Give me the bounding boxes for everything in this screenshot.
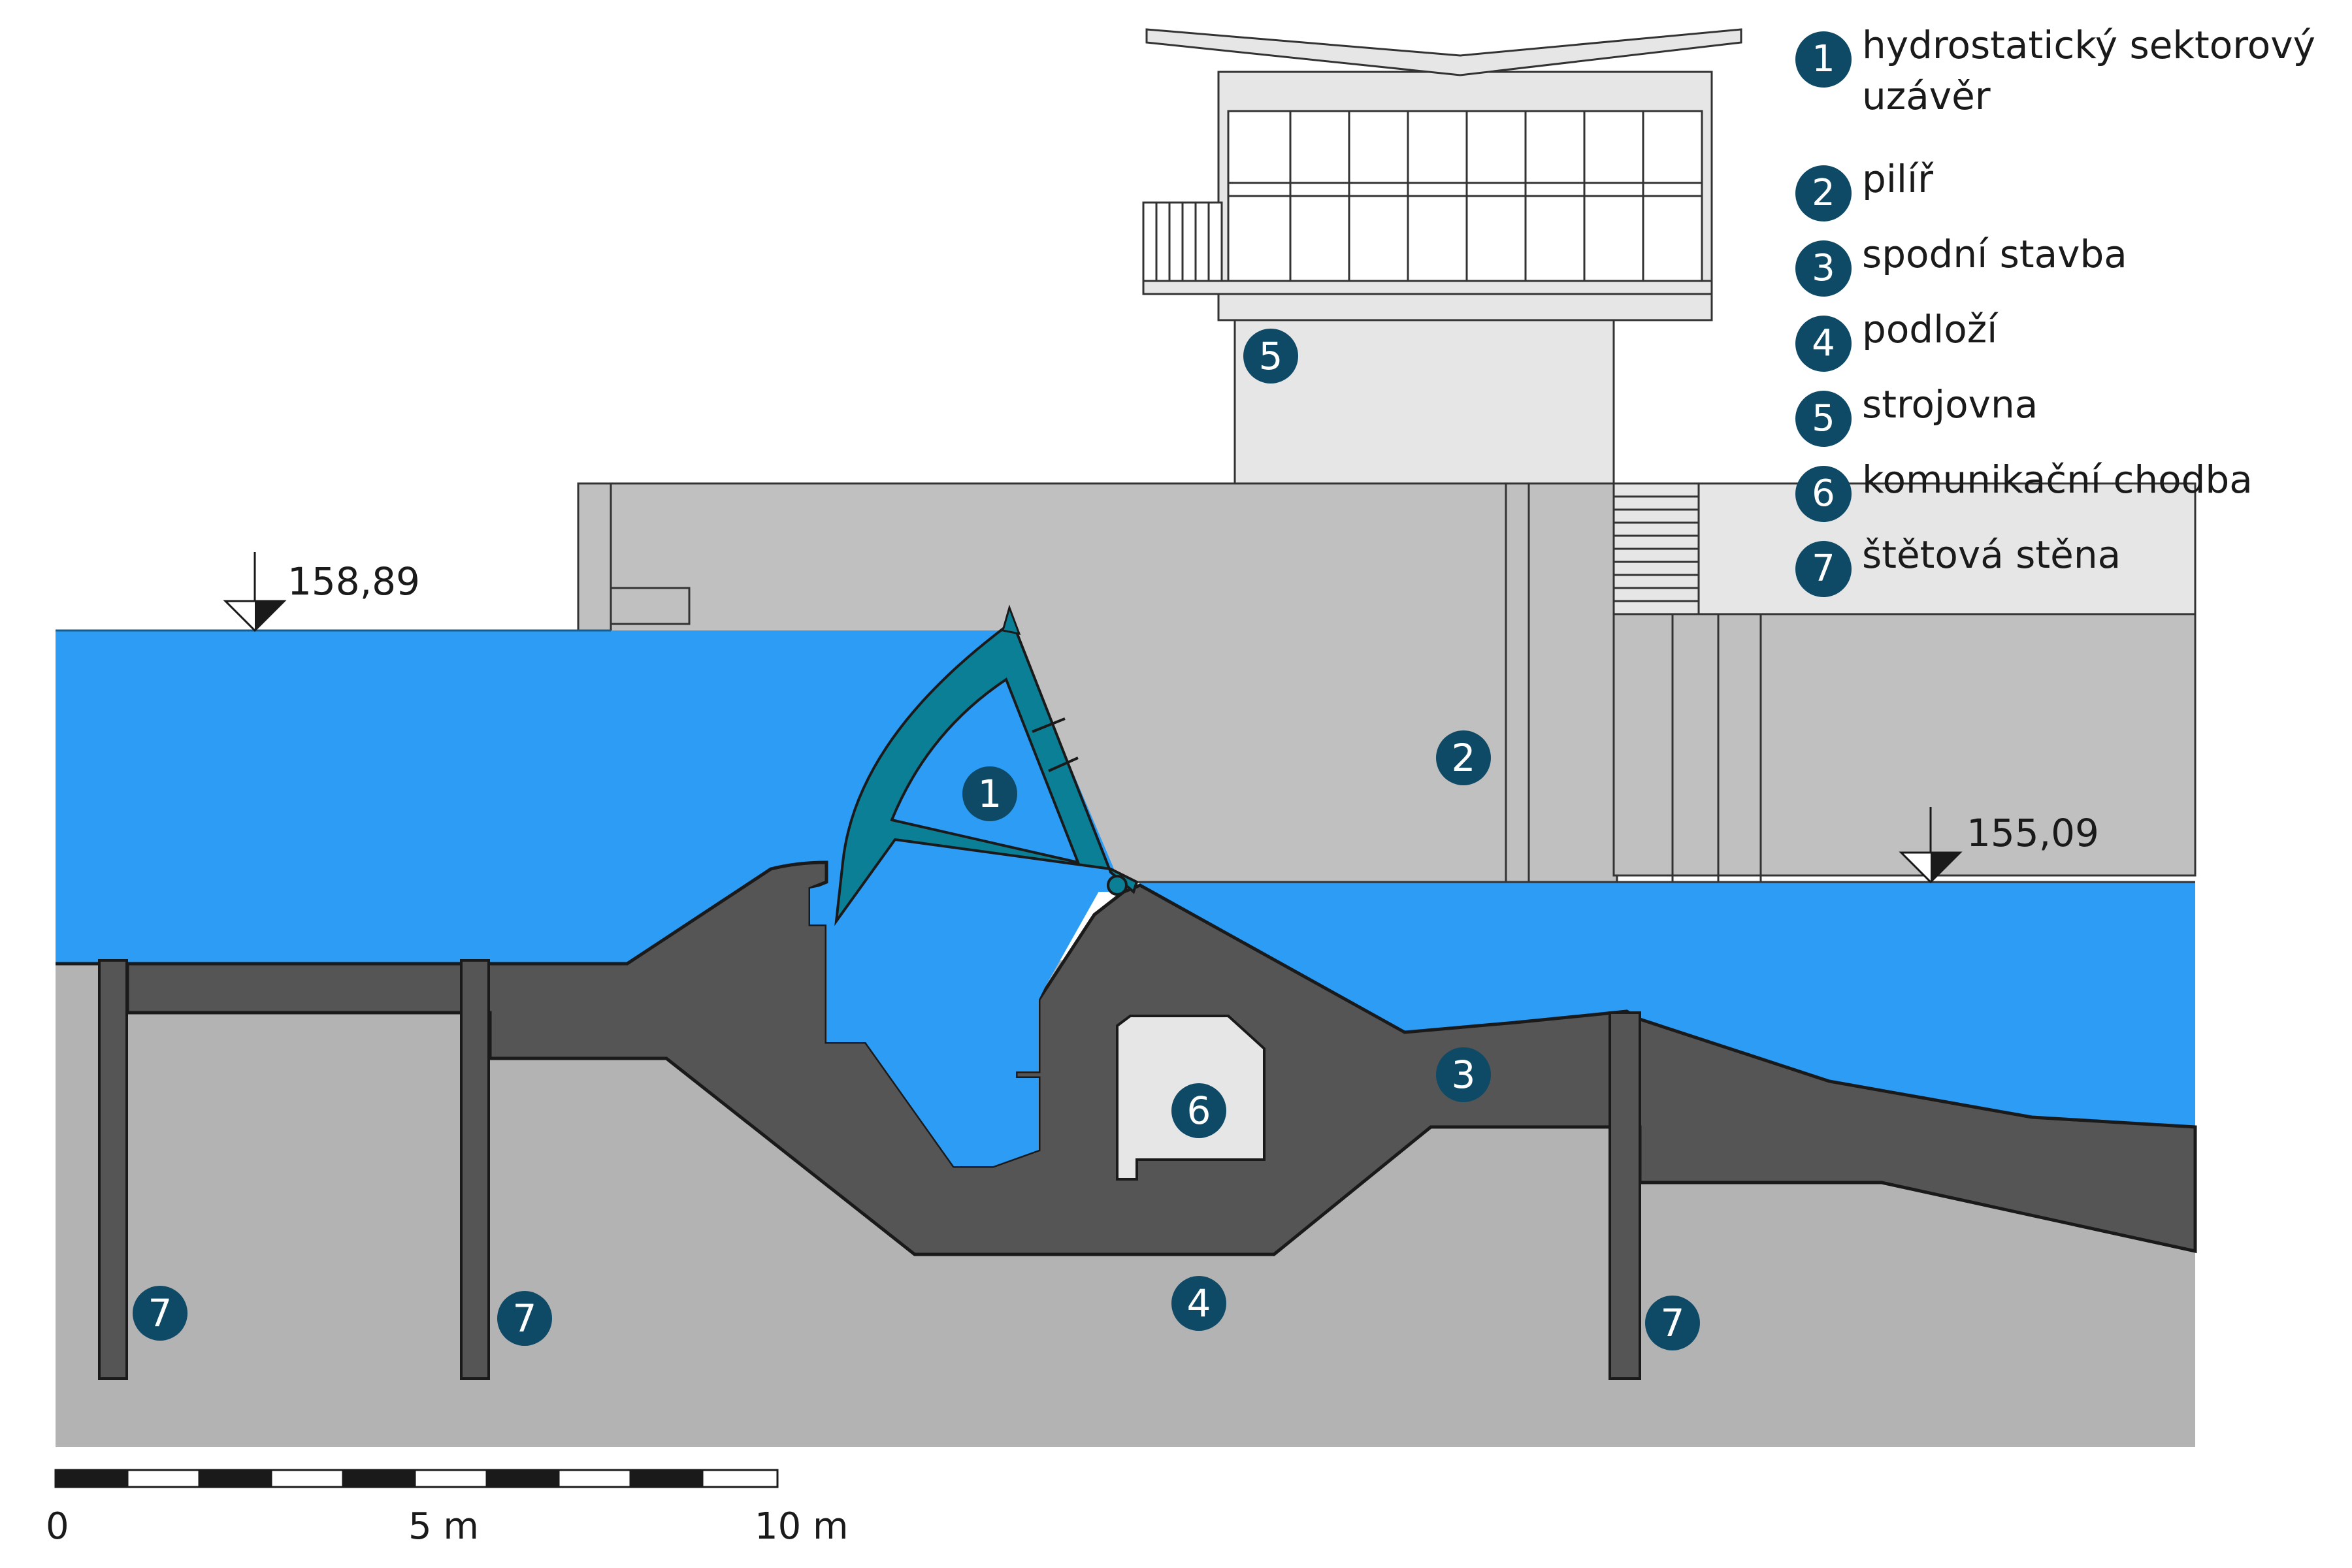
- legend-label: štětová stěna: [1862, 532, 2121, 577]
- badge-corridor: 6: [1171, 1083, 1226, 1138]
- svg-text:7: 7: [148, 1291, 172, 1335]
- upper-right-deck: [1697, 482, 2197, 615]
- tower-roof: [1145, 28, 1742, 76]
- legend-badge: 4: [1795, 316, 1852, 372]
- scale-label-10: 10 m: [755, 1505, 849, 1548]
- scale-label-5: 5 m: [408, 1505, 479, 1548]
- legend-badge: 7: [1795, 541, 1852, 597]
- legend-item-7: 7 štětová stěna: [1795, 529, 2331, 604]
- badge-gate: 1: [962, 766, 1017, 821]
- scale-bar: [54, 1469, 779, 1488]
- legend-item-1: 1 hydrostatický sektorový uzávěr: [1795, 20, 2331, 154]
- badge-machine-room: 5: [1243, 329, 1298, 384]
- badge-sheet-pile-3: 7: [1645, 1296, 1700, 1350]
- svg-text:7: 7: [513, 1296, 537, 1341]
- badge-sheet-pile-2: 7: [497, 1291, 552, 1346]
- sheet-pile-wall-1: [98, 959, 128, 1380]
- legend-item-5: 5 strojovna: [1795, 379, 2331, 454]
- downstream-level-label: 155,09: [1967, 811, 2099, 855]
- svg-text:4: 4: [1187, 1281, 1211, 1326]
- sheet-pile-wall-2: [460, 959, 490, 1380]
- downstream-level-mark: [1899, 807, 1963, 884]
- legend-label: pilíř: [1862, 157, 1934, 201]
- legend-label: hydrostatický sektorový uzávěr: [1862, 23, 2315, 118]
- tower-floor-slab: [1142, 280, 1713, 295]
- legend-badge: 2: [1795, 165, 1852, 221]
- legend-badge: 1: [1795, 31, 1852, 88]
- balcony-railing: [1155, 203, 1210, 281]
- badge-sheet-pile-1: 7: [133, 1286, 188, 1341]
- gate-tip: [1002, 604, 1021, 636]
- downstream-wall: [1612, 613, 2197, 877]
- gate-pivot: [1107, 875, 1128, 896]
- legend-badge: 3: [1795, 240, 1852, 297]
- legend-label: spodní stavba: [1862, 232, 2127, 276]
- svg-text:5: 5: [1259, 334, 1283, 378]
- svg-text:3: 3: [1452, 1053, 1476, 1097]
- sheet-pile-wall-3: [1609, 1011, 1641, 1380]
- legend-badge: 5: [1795, 391, 1852, 447]
- legend-label: strojovna: [1862, 382, 2038, 427]
- legend-label: podloží: [1862, 307, 1998, 351]
- legend-item-4: 4 podloží: [1795, 304, 2331, 379]
- upstream-level-mark: [223, 552, 287, 632]
- badge-pier: 2: [1436, 730, 1491, 785]
- svg-text:1: 1: [978, 772, 1002, 816]
- svg-text:2: 2: [1452, 736, 1476, 780]
- badge-subsoil: 4: [1171, 1276, 1226, 1331]
- badge-substructure: 3: [1436, 1047, 1491, 1102]
- pier-niche: [610, 587, 691, 625]
- legend-item-6: 6 komunikační chodba: [1795, 454, 2331, 529]
- legend-item-3: 3 spodní stavba: [1795, 229, 2331, 304]
- legend-item-2: 2 pilíř: [1795, 154, 2331, 229]
- gate-rib-lines: [1032, 717, 1079, 772]
- legend: 1 hydrostatický sektorový uzávěr 2 pilíř…: [1795, 20, 2331, 604]
- downstream-water: [1137, 882, 2195, 1127]
- sector-gate: [834, 610, 1139, 926]
- tower-window-mullions: [1228, 111, 1702, 281]
- upstream-level-label: 158,89: [287, 559, 420, 604]
- stairs-lines: [1614, 495, 1699, 602]
- machine-room-base: [1233, 319, 1615, 485]
- legend-badge: 6: [1795, 466, 1852, 522]
- svg-text:7: 7: [1661, 1301, 1685, 1345]
- gate-chamber-water: [810, 879, 1104, 1166]
- svg-text:6: 6: [1187, 1088, 1211, 1133]
- legend-label: komunikační chodba: [1862, 457, 2253, 502]
- scale-label-0: 0: [46, 1505, 69, 1548]
